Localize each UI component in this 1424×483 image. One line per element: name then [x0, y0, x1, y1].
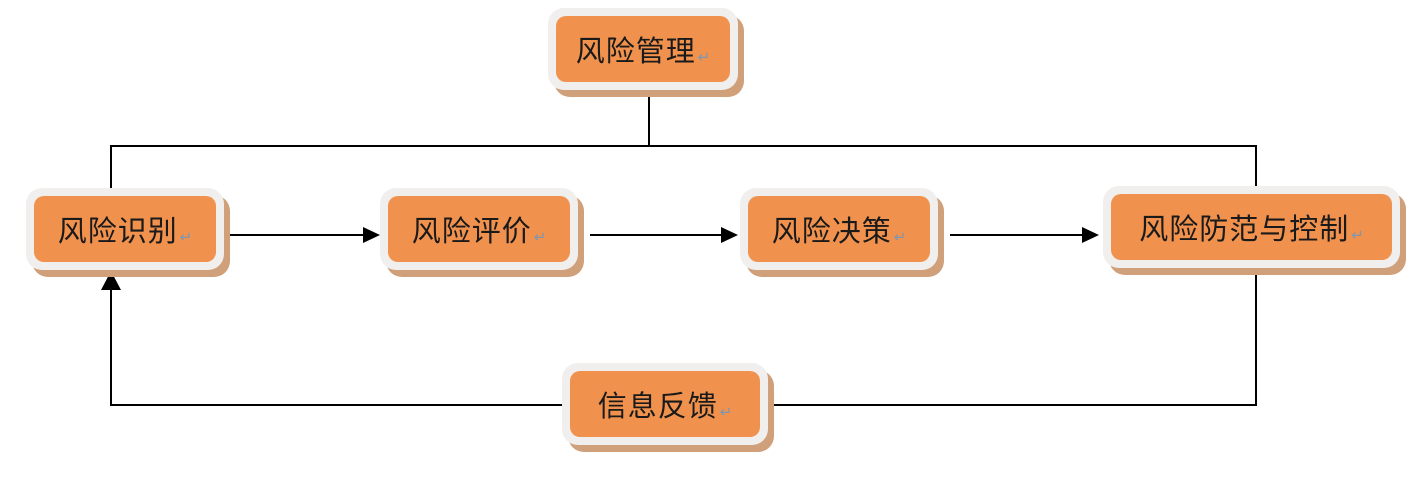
- paragraph-mark-icon: ↵: [719, 403, 733, 421]
- node-label: 风险管理: [575, 34, 696, 68]
- arrowhead-right-icon: [721, 227, 738, 243]
- node-risk-management[interactable]: 风险管理↵: [548, 8, 738, 90]
- node-risk-prevention-control[interactable]: 风险防范与控制↵: [1103, 186, 1400, 268]
- paragraph-mark-icon: ↵: [893, 228, 907, 246]
- connector-management-down: [648, 90, 650, 147]
- connector-identification-evaluation: [230, 234, 365, 236]
- connector-top-right-drop: [1255, 145, 1257, 193]
- node-fill: 风险识别↵: [34, 196, 216, 262]
- node-risk-evaluation[interactable]: 风险评价↵: [380, 188, 578, 270]
- node-fill: 风险决策↵: [748, 196, 930, 262]
- arrowhead-right-icon: [1082, 227, 1099, 243]
- paragraph-mark-icon: ↵: [697, 48, 711, 66]
- node-label: 风险识别: [57, 214, 178, 248]
- node-risk-identification[interactable]: 风险识别↵: [26, 188, 224, 270]
- node-risk-decision[interactable]: 风险决策↵: [740, 188, 938, 270]
- arrowhead-right-icon: [363, 227, 380, 243]
- paragraph-mark-icon: ↵: [533, 228, 547, 246]
- node-label: 风险评价: [411, 214, 532, 248]
- node-fill: 风险防范与控制↵: [1111, 194, 1392, 260]
- connector-feedback-up: [110, 289, 112, 406]
- node-label: 风险决策: [771, 214, 892, 248]
- connector-top-left-drop: [110, 145, 112, 195]
- arrowhead-up-icon: [101, 271, 121, 290]
- connector-decision-control: [950, 234, 1084, 236]
- node-fill: 信息反馈↵: [570, 371, 760, 437]
- node-label: 风险防范与控制: [1139, 212, 1350, 246]
- paragraph-mark-icon: ↵: [179, 228, 193, 246]
- paragraph-mark-icon: ↵: [1351, 226, 1364, 244]
- connector-top-horizontal: [110, 145, 1257, 147]
- node-information-feedback[interactable]: 信息反馈↵: [562, 363, 768, 445]
- node-fill: 风险管理↵: [556, 16, 730, 82]
- node-label: 信息反馈: [597, 389, 718, 423]
- connector-evaluation-decision: [590, 234, 723, 236]
- connector-control-down: [1255, 266, 1257, 406]
- node-fill: 风险评价↵: [388, 196, 570, 262]
